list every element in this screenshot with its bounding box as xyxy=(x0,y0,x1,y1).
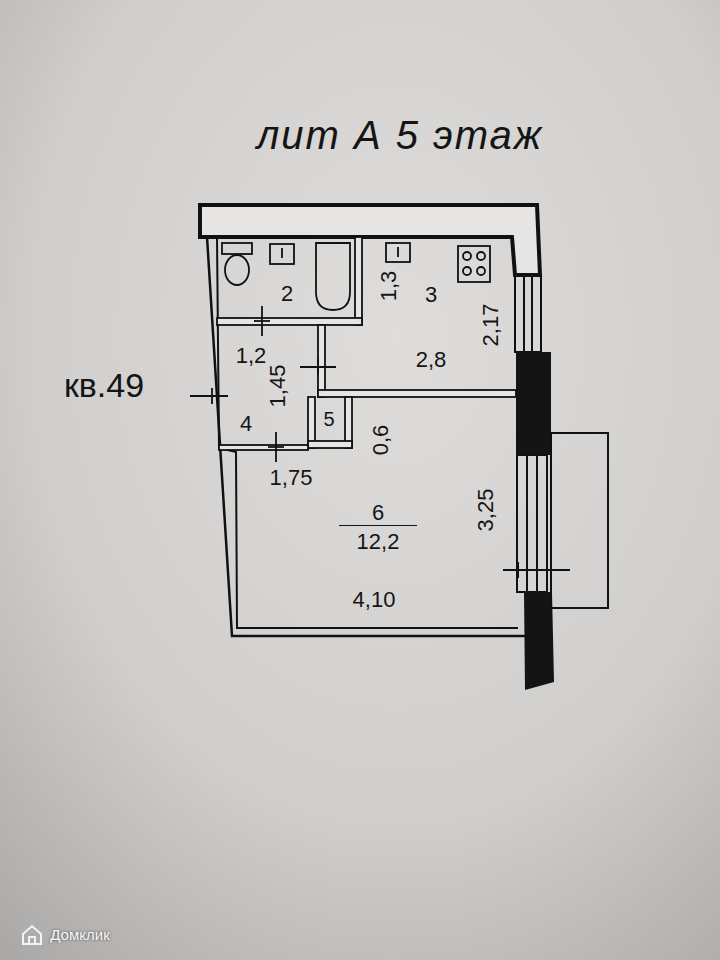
sink-symbol xyxy=(270,244,294,264)
dimension: 1,2 xyxy=(236,344,267,368)
outer-wall xyxy=(207,237,526,636)
room-area-value: 2,8 xyxy=(416,347,447,372)
window xyxy=(515,275,541,352)
room-area: 32,8 xyxy=(416,282,447,372)
room-number: 6 xyxy=(372,500,384,525)
balcony xyxy=(551,433,608,608)
partition-wall xyxy=(217,237,516,450)
dimension: 0,6 xyxy=(369,425,393,456)
room-number: 5 xyxy=(323,407,334,432)
toilet-symbol xyxy=(222,243,252,285)
room-area: 2 xyxy=(281,281,293,306)
room-number: 4 xyxy=(240,411,252,436)
door-mark xyxy=(503,569,570,571)
dimension: 4,10 xyxy=(353,588,396,612)
wall-pier xyxy=(524,592,554,690)
dimension: 2,17 xyxy=(479,304,503,347)
watermark-icon xyxy=(23,926,41,944)
door-mark xyxy=(517,562,519,578)
plan-title: лит А 5 этаж xyxy=(257,113,544,157)
room-area-value: 12,2 xyxy=(339,525,417,554)
room-number: 3 xyxy=(425,282,437,307)
dimension: 1,3 xyxy=(377,271,401,302)
sink-symbol xyxy=(386,243,410,262)
watermark: Домклик xyxy=(50,927,109,944)
bathtub-symbol xyxy=(316,243,350,310)
dimension: 1,45 xyxy=(266,365,290,408)
outer-wall xyxy=(200,205,540,275)
room-area: 4 xyxy=(240,411,252,436)
room-number: 2 xyxy=(281,281,293,306)
wall-pier xyxy=(516,352,551,455)
dimension: 1,75 xyxy=(270,466,313,490)
window xyxy=(517,455,547,592)
stove-symbol xyxy=(458,246,490,282)
room-area: 5 xyxy=(323,407,334,432)
dimension: 3,25 xyxy=(474,489,498,532)
outer-wall xyxy=(217,237,518,628)
room-area: 612,2 xyxy=(339,500,417,554)
door-mark xyxy=(190,306,336,462)
apartment-number: кв.49 xyxy=(64,367,144,404)
